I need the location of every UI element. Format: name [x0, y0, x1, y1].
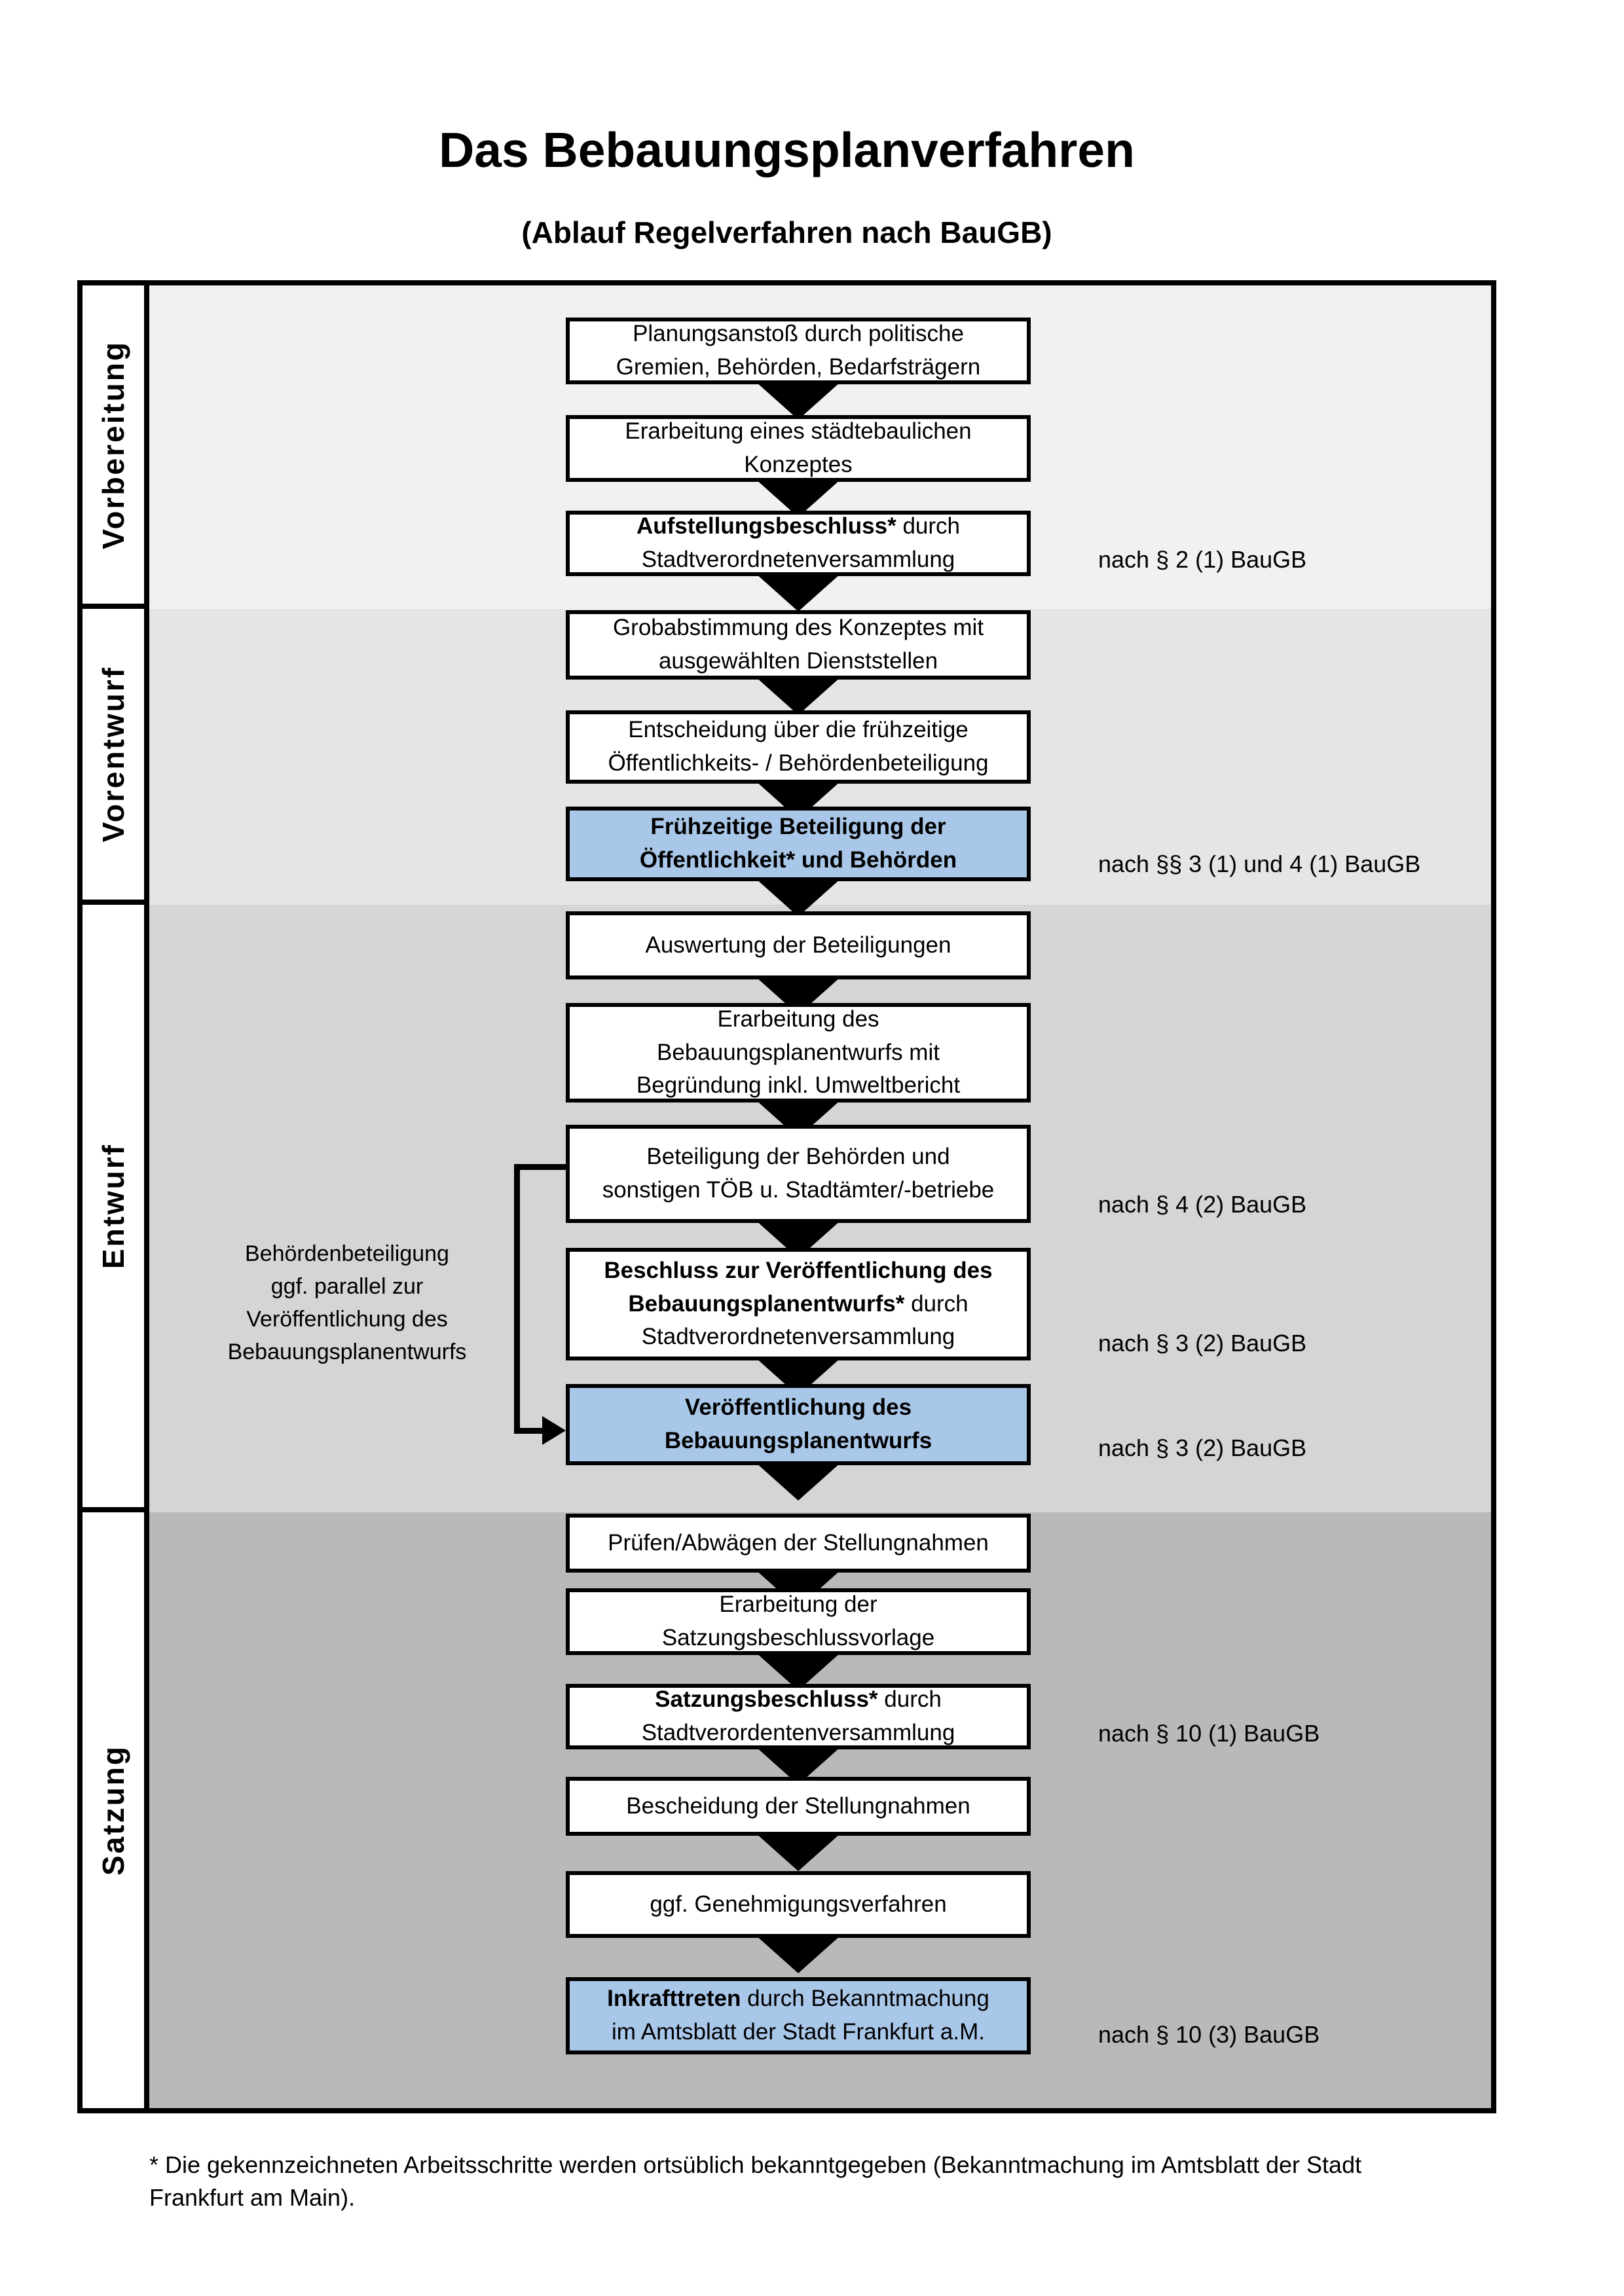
connector-line [514, 1164, 566, 1170]
flow-box-planungsanstoss: Planungsanstoß durch politische Gremien,… [566, 318, 1031, 384]
flow-box-pruefen-abwaegen: Prüfen/Abwägen der Stellungnahmen [566, 1514, 1031, 1573]
footnote: * Die gekennzeichneten Arbeitsschritte w… [149, 2151, 1362, 2211]
legal-reference: nach § 4 (2) BauGB [1098, 1191, 1307, 1218]
flow-box-entscheidung-beteiligung: Entscheidung über die frühzeitige Öffent… [566, 710, 1031, 784]
phase-label-satzung: Satzung [96, 1745, 130, 1876]
connector-arrowhead-icon [542, 1416, 566, 1445]
flow-box-satzungsbeschlussvorlage: Erarbeitung der Satzungsbeschlussvorlage [566, 1588, 1031, 1655]
flow-box-fruehzeitige-beteiligung: Frühzeitige Beteiligung der Öffentlichke… [566, 807, 1031, 881]
flow-arrow-down [756, 677, 841, 715]
page-subtitle: (Ablauf Regelverfahren nach BauGB) [521, 215, 1052, 249]
flow-arrow-down [756, 1833, 841, 1871]
flow-box-satzungsbeschluss: Satzungsbeschluss* durch Stadtverordente… [566, 1684, 1031, 1749]
flow-box-grobabstimmung: Grobabstimmung des Konzeptes mit ausgewä… [566, 610, 1031, 680]
phase-cell-satzung: Satzung [83, 1512, 149, 2108]
flow-arrow-down [756, 1463, 841, 1501]
flow-box-aufstellungsbeschluss: Aufstellungsbeschluss* durch Stadtverord… [566, 511, 1031, 576]
page-title: Das Bebauungsplanverfahren [439, 122, 1135, 177]
connector-line [514, 1164, 520, 1434]
legal-reference: nach §§ 3 (1) und 4 (1) BauGB [1098, 850, 1421, 877]
flow-box-bescheidung: Bescheidung der Stellungnahmen [566, 1777, 1031, 1836]
legal-reference: nach § 3 (2) BauGB [1098, 1434, 1307, 1461]
flow-arrow-down [756, 574, 841, 611]
phase-cell-vorbereitung: Vorbereitung [83, 285, 149, 609]
phase-label-vorbereitung: Vorbereitung [96, 340, 130, 549]
flow-arrow-down [756, 382, 841, 420]
flow-box-veroeffentlichung: Veröffentlichung des Bebauungsplanentwur… [566, 1384, 1031, 1465]
flow-box-inkrafttreten: Inkrafttreten durch Bekanntmachung im Am… [566, 1977, 1031, 2054]
phase-cell-vorentwurf: Vorentwurf [83, 609, 149, 905]
flow-box-genehmigungsverfahren: ggf. Genehmigungsverfahren [566, 1871, 1031, 1938]
flow-box-veroeffentlichungsbeschluss: Beschluss zur Veröffentlichung des Bebau… [566, 1248, 1031, 1360]
flow-arrow-down [756, 1935, 841, 1973]
legal-reference: nach § 3 (2) BauGB [1098, 1330, 1307, 1357]
flow-arrow-down [756, 879, 841, 917]
flow-box-auswertung: Auswertung der Beteiligungen [566, 911, 1031, 979]
flow-box-staedtebauliches-konzept: Erarbeitung eines städtebaulichen Konzep… [566, 415, 1031, 482]
legal-reference: nach § 2 (1) BauGB [1098, 546, 1307, 573]
phase-cell-entwurf: Entwurf [83, 905, 149, 1512]
parallel-annotation: Behördenbeteiligung ggf. parallel zur Ve… [227, 1241, 467, 1364]
flow-box-behoerdenbeteiligung: Beteiligung der Behörden und sonstigen T… [566, 1125, 1031, 1223]
phase-label-vorentwurf: Vorentwurf [96, 666, 130, 843]
phase-label-entwurf: Entwurf [96, 1142, 130, 1269]
legal-reference: nach § 10 (3) BauGB [1098, 2021, 1320, 2048]
legal-reference: nach § 10 (1) BauGB [1098, 1720, 1320, 1747]
connector-line [514, 1428, 544, 1434]
flow-box-entwurf-erarbeitung: Erarbeitung des Bebauungsplanentwurfs mi… [566, 1003, 1031, 1102]
